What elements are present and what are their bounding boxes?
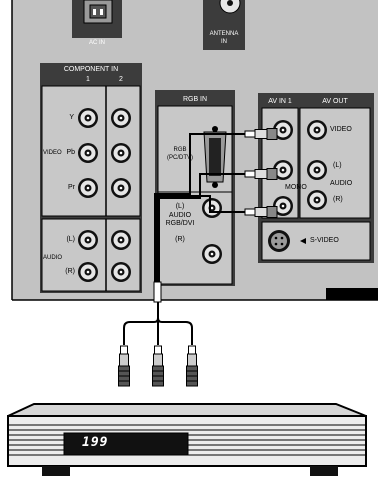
antenna-in-port [203,0,245,50]
component-col1-label: 1 [86,76,90,83]
av-out-right-label: (R) [333,196,343,203]
ac-in-label: AC IN [88,40,105,46]
rgb-in-section [155,90,235,286]
component-pr-label: Pr [68,184,75,191]
s-video-label: S-VIDEO [310,237,339,244]
s-video-port [268,230,306,252]
av-out-video-label: VIDEO [330,126,352,133]
rgb-audio-right-label: (R) [175,236,185,243]
component-audio-right-label: (R) [65,268,75,275]
av-out-title: AV OUT [322,98,348,105]
av-in1-title: AV IN 1 [268,98,292,105]
av-in1-mono-label: MONO [285,184,307,191]
component-in-title: COMPONENT IN [63,66,119,73]
component-audio-left-label: (L) [66,236,75,243]
rca-cable [118,128,278,387]
source-device [7,403,367,476]
av-out-left-label: (L) [333,162,342,169]
antenna-in-label-line1: ANTENNA [209,31,239,37]
av-out-audio-label: AUDIO [330,180,353,187]
d-sub-connector [203,126,227,188]
ac-in-port [72,0,122,38]
component-video-label: VIDEO [43,150,62,156]
device-display: 199 [82,435,109,450]
rgb-audio-left-label: (L) [175,203,185,210]
component-audio-label: AUDIO [43,255,63,261]
antenna-in-label-line2: IN [221,39,227,45]
component-y-label: Y [69,114,74,121]
rgb-audio-label: AUDIO [168,212,192,219]
component-col2-label: 2 [119,76,123,83]
rgb-label-line1: RGB [173,147,187,153]
rgb-audio-source-label: RGB/DVI [165,220,195,227]
component-pb-label: Pb [66,149,75,156]
rgb-label-line2: (PC/DTV) [167,155,193,161]
component-in-section [40,63,142,293]
rgb-in-title: RGB IN [182,96,208,103]
